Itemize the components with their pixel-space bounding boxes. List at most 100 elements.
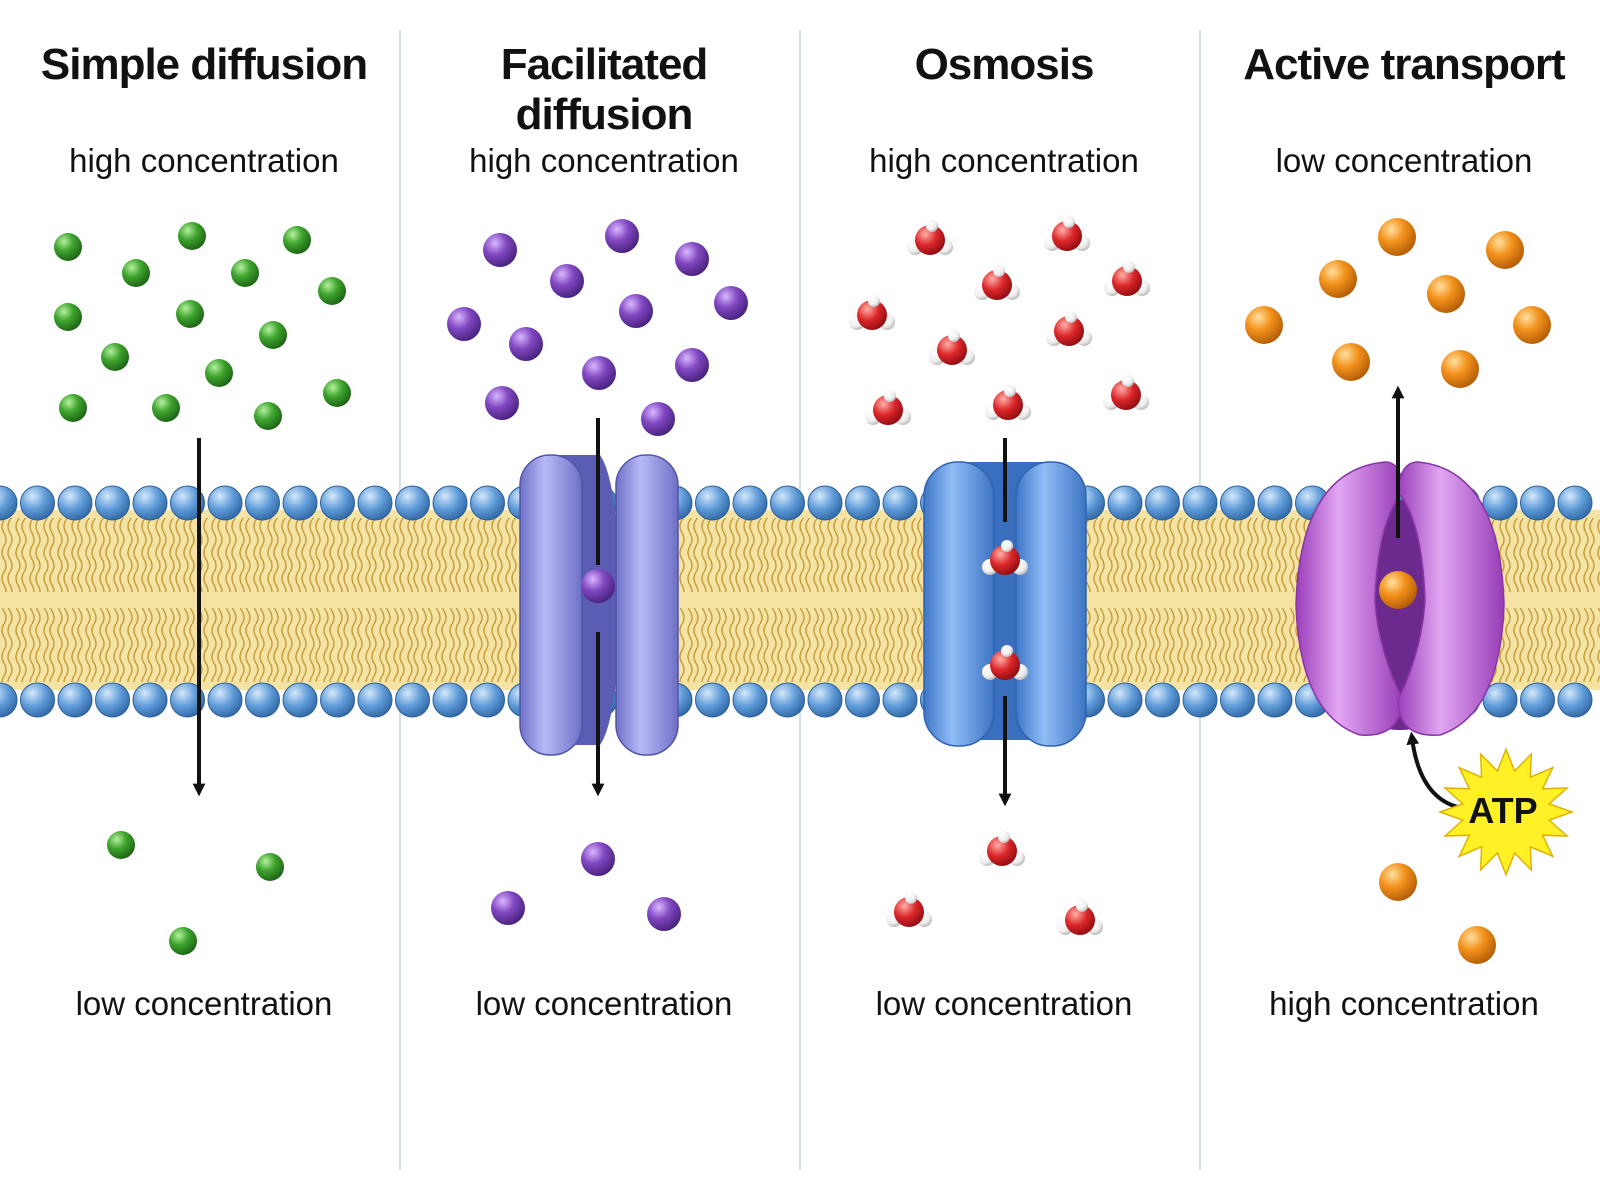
phospholipid-head	[57, 682, 93, 718]
water-molecule-icon	[929, 330, 975, 365]
water-molecule-icon	[1103, 375, 1149, 410]
phospholipid-head	[1520, 485, 1555, 521]
phospholipid-head	[695, 485, 730, 521]
water-molecule-icon	[1057, 900, 1103, 935]
phospholipid-head	[207, 682, 243, 718]
bottom-concentration-label: low concentration	[475, 985, 733, 1022]
green-molecule-icon	[54, 233, 82, 261]
water-molecule-icon	[1104, 261, 1150, 296]
phospholipid-head	[57, 485, 93, 521]
phospholipid-head	[770, 485, 805, 521]
phospholipid-head	[845, 485, 880, 521]
phospholipid-head	[1557, 682, 1593, 718]
phospholipid-head	[320, 682, 355, 718]
phospholipid-head	[357, 485, 393, 521]
top-concentration-label: high concentration	[69, 142, 339, 179]
purple-molecule-icon	[647, 897, 681, 931]
green-molecule-icon	[107, 831, 135, 859]
water-molecule-icon	[1046, 311, 1092, 346]
phospholipid-head	[1482, 485, 1518, 521]
phospholipid-head	[395, 485, 430, 521]
phospholipid-head	[20, 682, 55, 718]
green-molecule-icon	[152, 394, 180, 422]
phospholipid-head	[1220, 682, 1255, 718]
phospholipid-head	[0, 682, 18, 718]
phospholipid-head	[132, 485, 168, 521]
orange-molecule-icon	[1245, 306, 1283, 344]
phospholipid-head	[1520, 682, 1555, 718]
phospholipid-head	[0, 485, 18, 521]
water-molecule-icon	[865, 390, 911, 425]
phospholipid-head	[245, 485, 280, 521]
green-molecule-icon	[122, 259, 150, 287]
orange-molecule-icon	[1486, 231, 1524, 269]
panel-title-osmosis: Osmosis	[914, 40, 1095, 89]
water-molecule-icon	[982, 645, 1028, 680]
aquaporin-protein	[923, 461, 1087, 747]
water-molecule-icon	[907, 220, 953, 255]
green-molecule-icon	[178, 222, 206, 250]
purple-molecule-icon	[485, 386, 519, 420]
purple-molecule-icon	[509, 327, 543, 361]
phospholipid-head	[357, 682, 393, 718]
phospholipid-head	[1107, 682, 1143, 718]
phospholipid-head	[170, 485, 205, 521]
osmosis-panel	[849, 216, 1150, 935]
panel-title-simple-diffusion: Simple diffusion	[40, 40, 368, 89]
phospholipid-head	[732, 485, 768, 521]
phospholipid-head	[470, 682, 505, 718]
purple-molecule-icon	[582, 356, 616, 390]
top-concentration-label: high concentration	[869, 142, 1139, 179]
phospholipid-head	[395, 682, 430, 718]
water-molecule-icon	[982, 540, 1028, 575]
orange-molecule-icon	[1441, 350, 1479, 388]
atp-label: ATP	[1468, 790, 1538, 831]
bottom-concentration-label: high concentration	[1269, 985, 1539, 1022]
purple-molecule-icon	[447, 307, 481, 341]
purple-molecules	[447, 219, 748, 931]
phospholipid-head	[432, 485, 468, 521]
green-molecule-icon	[323, 379, 351, 407]
atp-burst-icon	[1437, 747, 1575, 877]
purple-molecule-icon	[581, 842, 615, 876]
purple-molecule-icon	[714, 286, 748, 320]
bottom-concentration-label: low concentration	[75, 985, 333, 1022]
green-molecule-icon	[59, 394, 87, 422]
orange-molecule-icon	[1378, 218, 1416, 256]
phospholipid-head	[282, 682, 318, 718]
phospholipid-head	[845, 682, 880, 718]
orange-molecule-icon	[1332, 343, 1370, 381]
green-molecule-icon	[254, 402, 282, 430]
phospholipid-head	[432, 682, 468, 718]
phospholipid-head	[95, 682, 130, 718]
phospholipid-head	[95, 485, 130, 521]
phospholipid-head	[1145, 485, 1180, 521]
phospholipid-head	[1257, 682, 1293, 718]
phospholipid-head	[882, 485, 918, 521]
phospholipid-head	[20, 485, 55, 521]
phospholipid-head	[170, 682, 205, 718]
phospholipid-head	[1220, 485, 1255, 521]
atp-arrow	[1406, 731, 1463, 810]
green-molecule-icon	[231, 259, 259, 287]
water-molecule-icon	[1044, 216, 1090, 251]
purple-molecule-icon	[605, 219, 639, 253]
green-molecule-icon	[256, 853, 284, 881]
panel-title-active-transport: Active transport	[1243, 40, 1565, 89]
purple-molecule-icon	[675, 242, 709, 276]
phospholipid-head	[320, 485, 355, 521]
phospholipid-head	[695, 682, 730, 718]
phospholipid-head	[245, 682, 280, 718]
purple-molecule-icon	[550, 264, 584, 298]
simple-diffusion-panel	[54, 222, 351, 955]
purple-molecule-icon	[581, 569, 615, 603]
top-concentration-label: high concentration	[469, 142, 739, 179]
purple-molecule-icon	[491, 891, 525, 925]
active-transport-panel	[1245, 218, 1575, 964]
phospholipid-head	[207, 485, 243, 521]
phospholipid-head	[470, 485, 505, 521]
green-molecule-icon	[54, 303, 82, 331]
green-molecule-icon	[169, 927, 197, 955]
orange-molecule-icon	[1379, 863, 1417, 901]
